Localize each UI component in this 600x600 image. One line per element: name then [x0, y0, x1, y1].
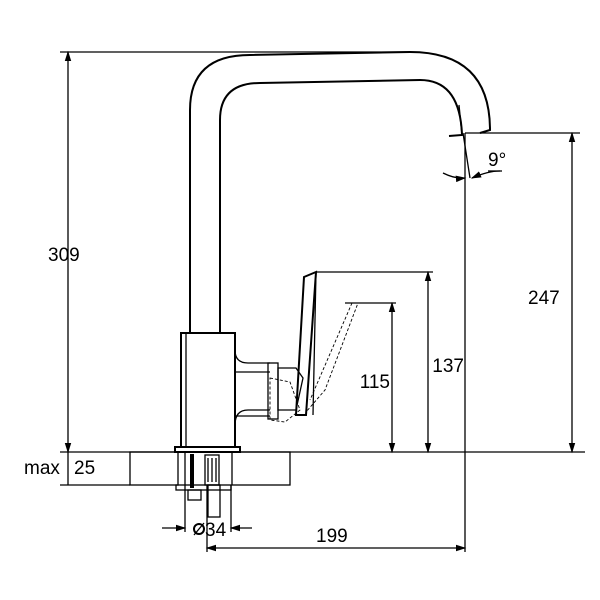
diameter-icon — [193, 523, 205, 535]
dimension-spout-height: 247 — [465, 131, 580, 454]
total-height-label: 309 — [48, 245, 80, 266]
countertop-section — [129, 451, 291, 486]
hole-diameter-label: 34 — [205, 520, 227, 541]
mounting-hardware — [175, 452, 232, 552]
lever-raised-label: 137 — [432, 356, 464, 377]
dimension-total-height: 309 — [48, 50, 410, 454]
lever-handle — [269, 270, 359, 423]
faucet-body — [174, 332, 279, 453]
spout-angle-label: 9° — [488, 150, 506, 171]
counter-thickness-label: 25 — [74, 458, 95, 479]
dimension-lever-raised: 137 — [316, 270, 464, 454]
dimension-lever-base: 115 — [345, 301, 396, 454]
dimension-spout-reach: 199 — [205, 526, 467, 552]
dimension-counter-thickness: max 25 — [24, 452, 130, 486]
dimension-hole-diameter: 34 — [162, 520, 252, 541]
max-label: max — [24, 458, 60, 479]
spout — [189, 50, 492, 333]
dimension-spout-angle: 9° — [442, 132, 506, 183]
spout-reach-label: 199 — [316, 526, 348, 547]
lever-base-label: 115 — [360, 372, 390, 393]
spout-height-label: 247 — [528, 288, 560, 309]
